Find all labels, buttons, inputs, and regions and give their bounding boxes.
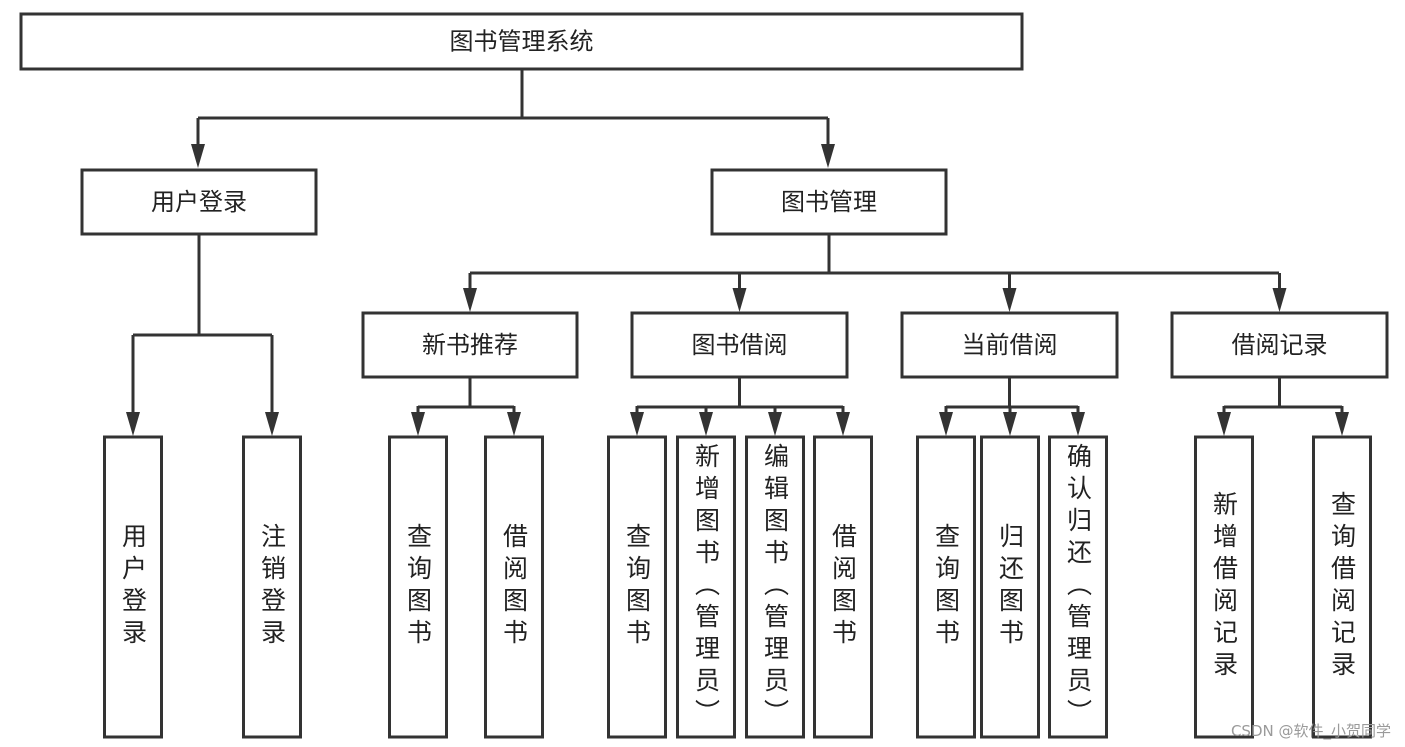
node-category-label: 图书借阅 (692, 331, 788, 359)
leaf-node-label-wrap: 查询图书 (609, 437, 666, 737)
leaf-node-label: 查询图书 (403, 523, 433, 651)
leaf-node (388, 435, 448, 739)
arrow-leaf (630, 412, 644, 436)
node-category-label: 当前借阅 (962, 331, 1058, 359)
leaf-node-label: 新增借阅记录 (1209, 491, 1239, 683)
leaf-node-label: 查询图书 (622, 523, 652, 651)
leaf-node-label-wrap: 确认归还（管理员） (1050, 437, 1107, 737)
node-user-login (80, 168, 318, 236)
arrow-to-category (463, 288, 477, 312)
arrow-leaf (939, 412, 953, 436)
leaf-node (980, 435, 1040, 739)
leaf-node (484, 435, 544, 739)
arrow-to-category (732, 288, 747, 312)
leaf-node (1048, 435, 1108, 739)
leaf-node-label-wrap: 归还图书 (982, 437, 1039, 737)
leaf-node-label-wrap: 借阅图书 (815, 437, 872, 737)
node-book-management-label: 图书管理 (781, 188, 877, 216)
node-category (630, 311, 849, 379)
leaf-node (1194, 435, 1254, 739)
arrow-to-category (1272, 288, 1287, 312)
leaf-node (813, 435, 873, 739)
arrow-leaf (699, 412, 713, 436)
arrow-to-category (1002, 288, 1017, 312)
leaf-node (676, 435, 736, 739)
node-book-management (710, 168, 948, 236)
arrow-user-child (265, 412, 279, 436)
leaf-node-label: 编辑图书（管理员） (760, 443, 790, 731)
leaf-node-label: 新增图书（管理员） (691, 443, 721, 731)
node-category (361, 311, 579, 379)
leaf-node-label-wrap: 借阅图书 (486, 437, 543, 737)
arrow-leaf (1217, 412, 1231, 436)
leaf-node-label: 查询图书 (931, 523, 961, 651)
leaf-node-label: 归还图书 (995, 523, 1025, 651)
node-category (1170, 311, 1389, 379)
leaf-node-label-wrap: 编辑图书（管理员） (747, 437, 804, 737)
leaf-node-label-wrap: 查询图书 (390, 437, 447, 737)
leaf-node-label: 查询借阅记录 (1327, 491, 1357, 683)
leaf-node-label: 借阅图书 (499, 523, 529, 651)
node-user-login-label: 用户登录 (151, 188, 247, 216)
leaf-node-label: 借阅图书 (828, 523, 858, 651)
arrow-to-book-management (821, 144, 835, 168)
leaf-node-label-wrap: 查询借阅记录 (1314, 437, 1371, 737)
leaf-node (1312, 435, 1372, 739)
arrow-leaf (507, 412, 521, 436)
leaf-node-label: 确认归还（管理员） (1063, 443, 1093, 731)
leaf-node (607, 435, 667, 739)
leaf-node-label-wrap: 新增借阅记录 (1196, 437, 1253, 737)
arrow-leaf (1071, 412, 1085, 436)
node-category-label: 新书推荐 (422, 331, 518, 359)
node-category-label: 借阅记录 (1232, 331, 1328, 359)
leaf-node-label-wrap: 注销登录 (244, 437, 301, 737)
leaf-node-label-wrap: 新增图书（管理员） (678, 437, 735, 737)
root-node-label: 图书管理系统 (450, 28, 594, 56)
node-category (900, 311, 1119, 379)
leaf-node-label-wrap: 查询图书 (918, 437, 975, 737)
arrow-leaf (411, 412, 425, 436)
watermark: CSDN @软件_小贺同学 (1230, 722, 1391, 740)
leaf-node-label-wrap: 用户登录 (105, 437, 162, 737)
leaf-node-label: 用户登录 (118, 523, 148, 651)
arrow-leaf (1335, 412, 1349, 436)
arrow-leaf (836, 412, 850, 436)
leaf-node (103, 435, 163, 739)
arrow-user-child (126, 412, 140, 436)
arrow-leaf (768, 412, 782, 436)
arrow-to-user-login (191, 144, 205, 168)
leaf-node-label: 注销登录 (257, 523, 287, 651)
leaf-node (916, 435, 976, 739)
arrow-leaf (1003, 412, 1017, 436)
leaf-node (745, 435, 805, 739)
root-node (19, 12, 1024, 71)
leaf-node (242, 435, 302, 739)
